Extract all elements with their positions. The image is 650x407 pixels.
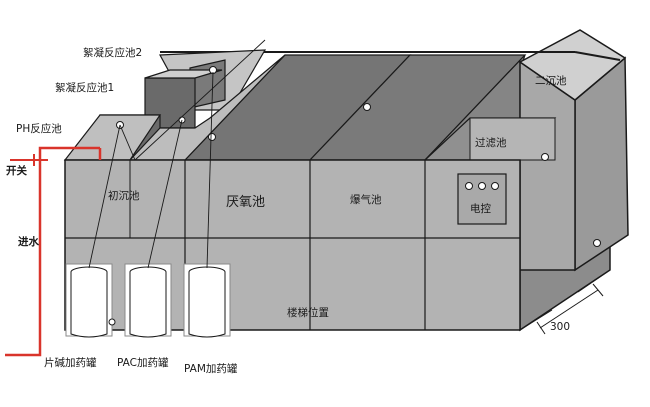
porthole-icon [593, 239, 601, 247]
leader-line [119, 124, 136, 161]
indicator-light-icon [491, 182, 499, 190]
indicator-light-icon [465, 182, 473, 190]
label-floc-tank-2: 絮凝反应池2 [83, 46, 142, 59]
label-secondary-settling: 二沉池 [535, 74, 567, 87]
label-ph-tank: PH反应池 [16, 122, 62, 135]
indicator-light-icon [478, 182, 486, 190]
top-edge-right [574, 51, 621, 61]
dimension-line [539, 289, 599, 329]
label-control: 电控 [470, 202, 491, 215]
label-switch: 开关 [6, 164, 27, 177]
dosing-line [147, 119, 183, 269]
drum-alkali [65, 263, 116, 338]
dimension-tick [592, 283, 604, 297]
dosing-line [88, 124, 121, 269]
control-panel [457, 173, 507, 225]
label-anoxic-tank: 厌氧池 [226, 195, 265, 210]
dimension-line [519, 309, 553, 331]
label-floc-tank-1: 絮凝反应池1 [55, 81, 114, 94]
dosing-line [206, 71, 214, 269]
porthole-icon [208, 133, 216, 141]
drum-pac [124, 263, 172, 338]
secondary-settling-top [518, 29, 627, 101]
label-drum-pam: PAM加药罐 [184, 362, 238, 375]
label-dimension: 300 [550, 321, 570, 333]
inlet-pipe [5, 146, 100, 357]
label-drum-pac: PAC加药罐 [117, 356, 169, 369]
dimension-tick [536, 321, 546, 335]
porthole-icon [363, 103, 371, 111]
leader-line [134, 39, 266, 161]
label-stair-position: 楼梯位置 [287, 306, 329, 319]
floc1-chamber-side [144, 69, 223, 79]
filter-tank-front [469, 117, 556, 161]
porthole-icon [541, 153, 549, 161]
drum-pam [183, 263, 231, 338]
label-aeration-tank: 爆气池 [350, 193, 382, 206]
label-primary-settling: 初沉池 [108, 189, 140, 202]
dimension-line [577, 269, 611, 293]
label-filter-tank: 过滤池 [475, 136, 507, 149]
label-drum-alkali: 片碱加药罐 [44, 356, 97, 369]
label-inlet: 进水 [18, 235, 39, 248]
